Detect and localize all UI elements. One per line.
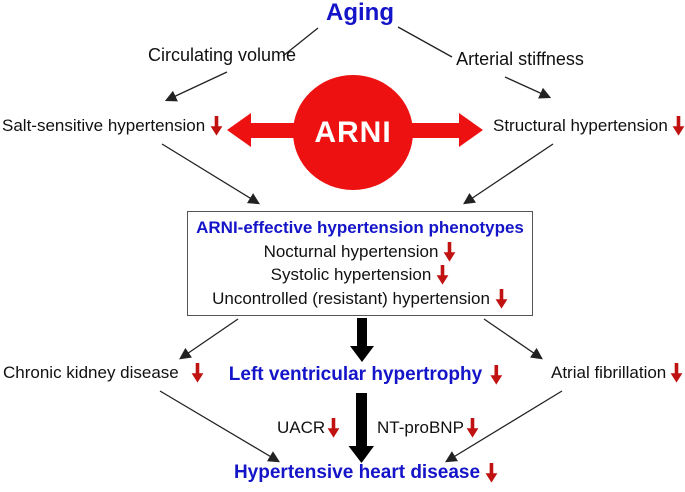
systolic-text: Systolic hypertension (270, 265, 432, 285)
decrease-arrow-icon (672, 116, 685, 136)
decrease-arrow-icon (191, 363, 204, 383)
atrial-fibrillation-label: Atrial fibrillation (551, 363, 683, 383)
uacr-label: UACR (277, 418, 340, 438)
uncontrolled-text: Uncontrolled (resistant) hypertension (212, 289, 490, 309)
arterial-stiffness-label: Arterial stiffness (456, 49, 584, 69)
decrease-arrow-icon (327, 418, 340, 438)
arni-left-arrow (227, 113, 302, 147)
arrow-ckd-to-hhd (159, 390, 281, 463)
aging-label: Aging (326, 0, 394, 26)
decrease-arrow-icon (490, 365, 503, 386)
hhd-text: Hypertensive heart disease (233, 462, 481, 483)
salt-sensitive-hypertension-label: Salt-sensitive hypertension (2, 116, 223, 136)
decrease-arrow-icon (485, 463, 498, 484)
arrow-box-to-af (483, 318, 543, 360)
phenotype-box: ARNI-effective hypertension phenotypes N… (187, 211, 533, 316)
arrow-circulating-to-salt-sensitive (164, 71, 228, 102)
phenotype-box-title: ARNI-effective hypertension phenotypes (196, 217, 524, 237)
phenotype-item-systolic: Systolic hypertension (271, 265, 450, 285)
nocturnal-text: Nocturnal hypertension (263, 241, 439, 261)
arni-circle: ARNI (293, 75, 413, 190)
nt-probnp-text: NT-proBNP (377, 417, 464, 437)
arrow-af-to-hhd (445, 390, 563, 463)
chronic-kidney-disease-label: Chronic kidney disease (3, 363, 204, 383)
salt-sensitive-text: Salt-sensitive hypertension (2, 115, 206, 135)
line-aging-to-arterial-stiffness (397, 26, 453, 58)
decrease-arrow-icon (466, 418, 479, 438)
ckd-text: Chronic kidney disease (3, 362, 179, 382)
phenotype-item-nocturnal: Nocturnal hypertension (263, 241, 457, 262)
thick-arrow-lvh-to-hhd (348, 393, 374, 463)
decrease-arrow-icon (495, 289, 508, 309)
line-aging-to-circulating-volume (282, 27, 319, 57)
structural-text: Structural hypertension (493, 115, 668, 135)
arrow-box-to-ckd (179, 318, 239, 360)
decrease-arrow-icon (443, 241, 456, 262)
arrow-salt-sensitive-to-box (161, 143, 260, 205)
nt-probnp-label: NT-proBNP (377, 418, 479, 438)
decrease-arrow-icon (670, 363, 683, 383)
phenotype-item-uncontrolled: Uncontrolled (resistant) hypertension (212, 289, 508, 309)
arni-label: ARNI (314, 115, 392, 149)
arni-right-arrow (405, 113, 483, 147)
structural-hypertension-label: Structural hypertension (493, 116, 685, 136)
left-ventricular-hypertrophy-label: Left ventricular hypertrophy (228, 364, 503, 386)
circulating-volume-label: Circulating volume (147, 45, 297, 65)
lvh-text: Left ventricular hypertrophy (228, 364, 483, 385)
hypertensive-heart-disease-label: Hypertensive heart disease (233, 462, 498, 484)
decrease-arrow-icon (210, 116, 223, 136)
af-text: Atrial fibrillation (551, 362, 667, 382)
uacr-text: UACR (277, 417, 326, 437)
arrow-structural-to-box (463, 143, 554, 205)
arrow-arterial-to-structural (504, 76, 552, 99)
thick-arrow-box-to-lvh (350, 318, 374, 362)
decrease-arrow-icon (436, 265, 449, 285)
